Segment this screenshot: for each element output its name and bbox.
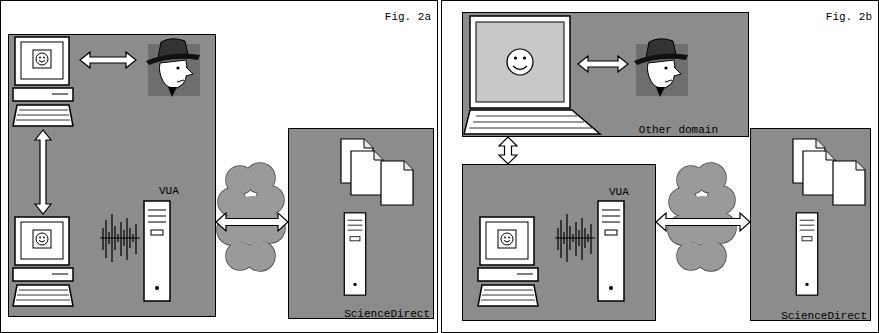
network-signal xyxy=(555,214,595,262)
content-server xyxy=(796,213,817,295)
box-label: ScienceDirect xyxy=(781,310,867,323)
document-icon xyxy=(803,151,835,195)
document-icon xyxy=(351,151,383,195)
document-icon xyxy=(341,139,373,183)
domain-box: VUA xyxy=(462,164,656,321)
network-signal xyxy=(100,214,140,262)
desktop-computer xyxy=(13,217,73,306)
box-label: ScienceDirect xyxy=(344,308,430,321)
interaction-arrow xyxy=(578,56,628,72)
user-figure xyxy=(146,39,200,97)
domain-box: ScienceDirect xyxy=(750,128,871,321)
document-icon xyxy=(381,161,413,205)
proxy-server xyxy=(598,201,624,301)
box-label: VUA xyxy=(609,186,629,199)
box-label: VUA xyxy=(159,185,179,198)
document-icon xyxy=(833,161,865,205)
figure-panel: Fig. 2b Other domainVUA ScienceDirect xyxy=(441,0,879,333)
laptop-computer xyxy=(464,16,600,134)
box-label: Fig. 2a xyxy=(385,11,431,24)
proxy-server xyxy=(144,201,170,301)
interaction-arrow xyxy=(80,52,136,68)
double-arrow xyxy=(656,213,750,231)
desktop-computer xyxy=(478,217,538,306)
double-arrow xyxy=(499,137,517,164)
user-figure xyxy=(634,39,688,97)
box-label: Fig. 2b xyxy=(826,11,872,24)
internet-cloud xyxy=(217,163,285,271)
domain-box: ScienceDirect xyxy=(288,128,434,319)
domain-box: VUA xyxy=(8,34,216,317)
document-icon xyxy=(793,139,825,183)
figure-panel: Fig. 2a VUA ScienceDirect xyxy=(0,0,438,333)
domain-box: Other domain xyxy=(462,12,749,137)
access-arrow xyxy=(35,130,51,214)
content-server xyxy=(344,213,365,295)
box-label: Other domain xyxy=(639,124,718,137)
desktop-computer xyxy=(13,37,73,126)
double-arrow xyxy=(216,213,288,231)
internet-cloud xyxy=(668,163,736,271)
